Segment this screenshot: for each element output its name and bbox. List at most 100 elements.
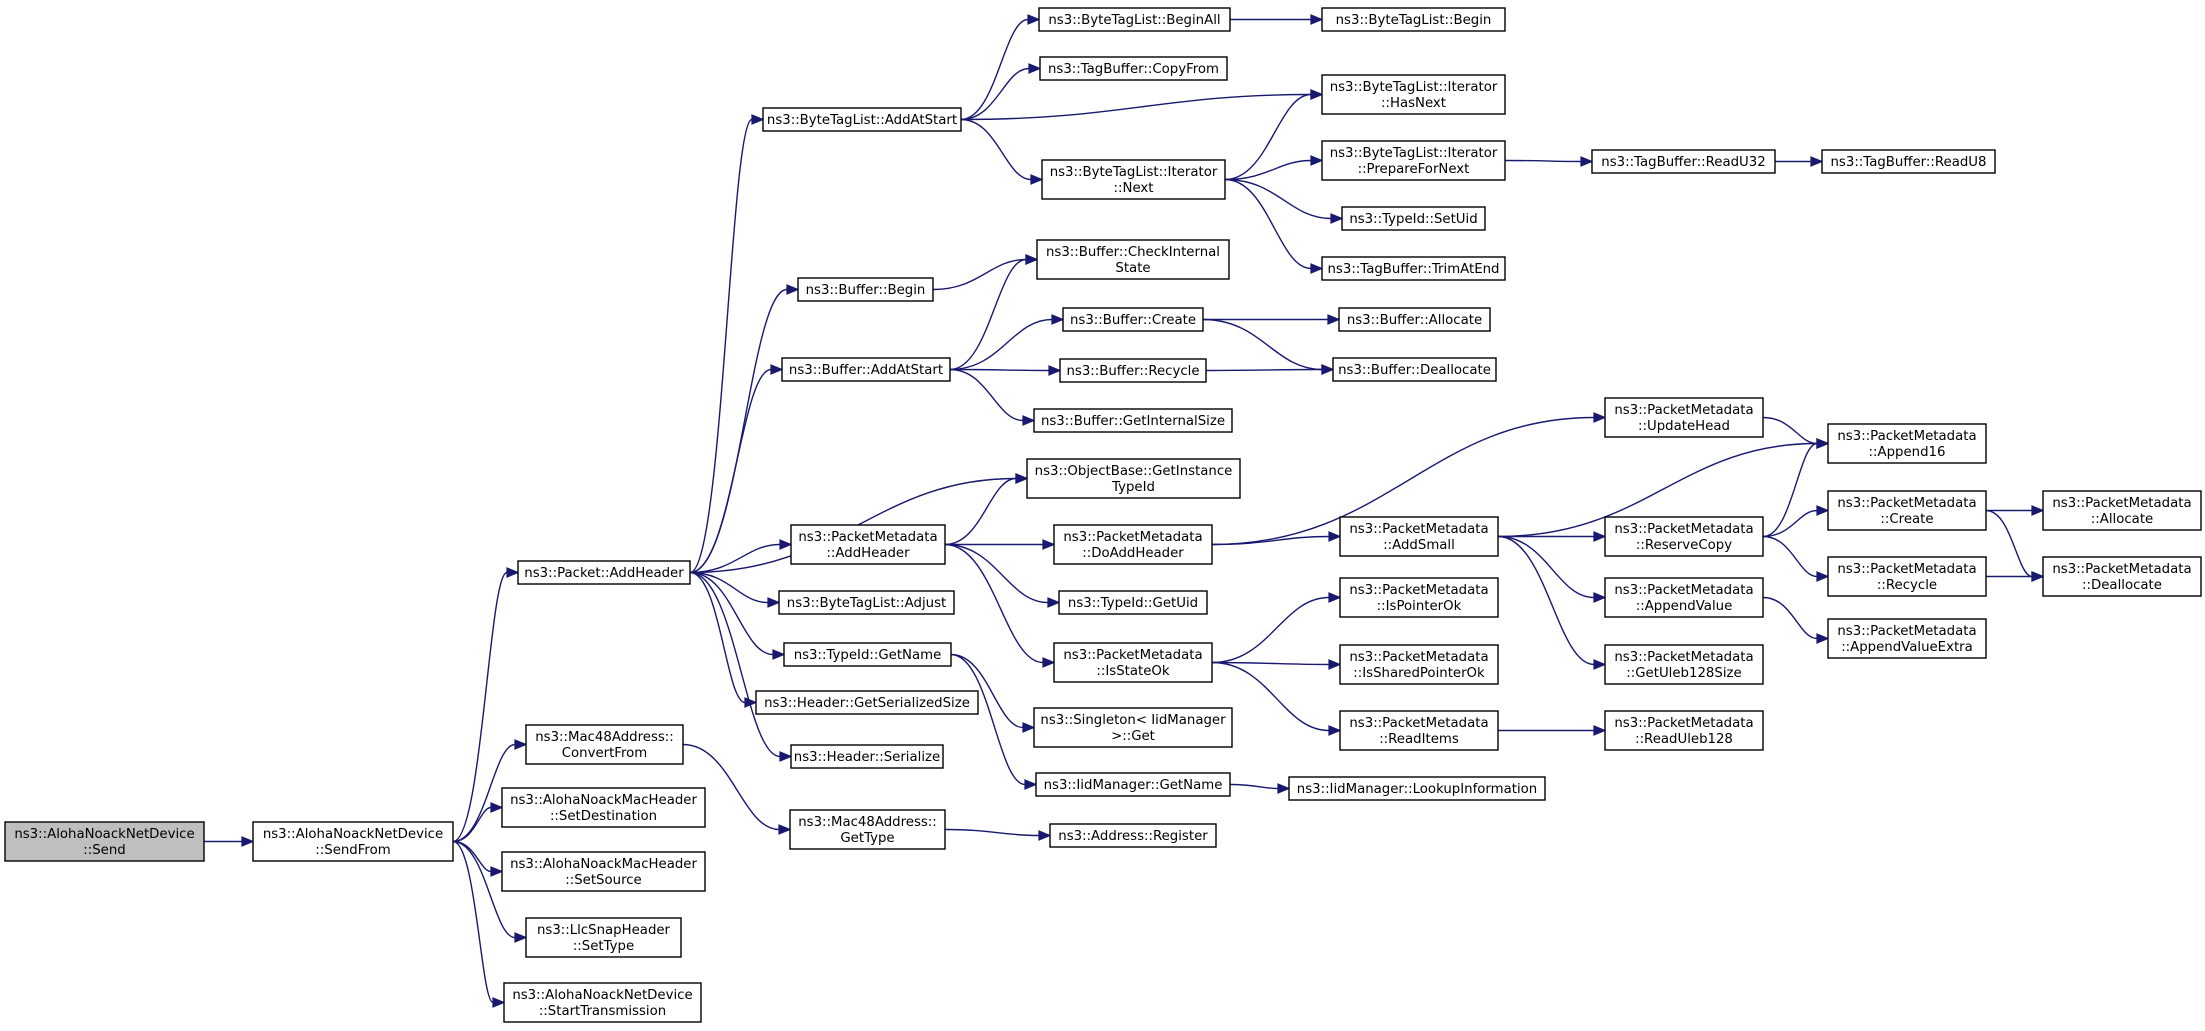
edge-pm-addheader-to-ob-getinsttypeid xyxy=(944,473,1029,546)
node-label: ns3::PacketMetadata xyxy=(1349,583,1488,598)
node-pm-append16[interactable]: ns3::PacketMetadata::Append16 xyxy=(1827,423,1987,464)
node-label: ::ReadItems xyxy=(1379,732,1459,747)
arrowhead-icon xyxy=(1593,659,1607,670)
node-label: ::Send xyxy=(83,843,125,858)
arrowhead-icon xyxy=(1328,659,1342,670)
node-btl-it-next[interactable]: ns3::ByteTagList::Iterator::Next xyxy=(1041,159,1226,200)
node-addr-register[interactable]: ns3::Address::Register xyxy=(1049,823,1217,848)
node-box xyxy=(1036,239,1230,280)
edge-line xyxy=(1211,661,1330,666)
node-btl-it-hasnext[interactable]: ns3::ByteTagList::Iterator::HasNext xyxy=(1321,74,1506,115)
node-box xyxy=(1604,397,1764,438)
node-pm-addheader[interactable]: ns3::PacketMetadata::AddHeader xyxy=(790,524,946,565)
node-tb-copyfrom[interactable]: ns3::TagBuffer::CopyFrom xyxy=(1039,56,1228,81)
node-convertfrom[interactable]: ns3::Mac48Address::ConvertFrom xyxy=(525,724,684,765)
node-box xyxy=(1604,710,1764,751)
node-addheader[interactable]: ns3::Packet::AddHeader xyxy=(517,560,691,585)
node-buf-getintsize[interactable]: ns3::Buffer::GetInternalSize xyxy=(1033,408,1233,433)
node-label: ::IsPointerOk xyxy=(1377,599,1462,614)
node-label: ns3::Buffer::GetInternalSize xyxy=(1041,414,1225,429)
node-btl-it-prepare[interactable]: ns3::ByteTagList::Iterator::PrepareForNe… xyxy=(1321,140,1506,181)
node-starttx[interactable]: ns3::AlohaNoackNetDevice::StartTransmiss… xyxy=(503,982,702,1023)
edge-buf-create-to-buf-allocate xyxy=(1202,314,1341,325)
edge-line xyxy=(932,258,1027,291)
node-iid-getname[interactable]: ns3::IidManager::GetName xyxy=(1035,772,1231,797)
node-pm-reservecopy[interactable]: ns3::PacketMetadata::ReserveCopy xyxy=(1604,516,1764,557)
node-label: ns3::PacketMetadata xyxy=(1614,716,1753,731)
node-tb-trimatend[interactable]: ns3::TagBuffer::TrimAtEnd xyxy=(1321,256,1506,281)
edge-pm-addsmall-to-pm-appendvalue xyxy=(1497,535,1607,603)
arrowhead-icon xyxy=(1593,725,1607,736)
node-settype[interactable]: ns3::LlcSnapHeader::SetType xyxy=(525,917,682,958)
node-pm-getuleb128size[interactable]: ns3::PacketMetadata::GetUleb128Size xyxy=(1604,644,1764,685)
node-setdest[interactable]: ns3::AlohaNoackMacHeader::SetDestination xyxy=(501,787,706,828)
node-buf-addatstart[interactable]: ns3::Buffer::AddAtStart xyxy=(781,357,951,382)
node-pm-ispointerok[interactable]: ns3::PacketMetadata::IsPointerOk xyxy=(1339,577,1499,618)
node-pm-appendvalueextra[interactable]: ns3::PacketMetadata::AppendValueExtra xyxy=(1827,618,1987,659)
edge-line xyxy=(960,18,1029,121)
node-box xyxy=(1053,524,1213,565)
node-box xyxy=(1059,358,1207,383)
node-send[interactable]: ns3::AlohaNoackNetDevice::Send xyxy=(4,821,205,862)
node-tb-readu8[interactable]: ns3::TagBuffer::ReadU8 xyxy=(1821,149,1996,174)
node-mac-gettype[interactable]: ns3::Mac48Address::GetType xyxy=(789,809,946,850)
node-label: ns3::Mac48Address:: xyxy=(535,730,674,745)
arrowhead-icon xyxy=(778,824,792,835)
node-buf-recycle[interactable]: ns3::Buffer::Recycle xyxy=(1059,358,1207,383)
node-pm-addsmall[interactable]: ns3::PacketMetadata::AddSmall xyxy=(1339,516,1499,557)
node-pm-create[interactable]: ns3::PacketMetadata::Create xyxy=(1827,490,1987,531)
edge-sendfrom-to-settype xyxy=(452,840,528,943)
edge-buf-addatstart-to-buf-create xyxy=(949,314,1065,371)
node-label: ns3::PacketMetadata xyxy=(2052,496,2191,511)
node-label: ns3::PacketMetadata xyxy=(1614,522,1753,537)
node-pm-readuleb128[interactable]: ns3::PacketMetadata::ReadUleb128 xyxy=(1604,710,1764,751)
node-label: ns3::PacketMetadata xyxy=(1837,496,1976,511)
node-pm-deallocate[interactable]: ns3::PacketMetadata::Deallocate xyxy=(2042,556,2202,597)
node-btl-beginall[interactable]: ns3::ByteTagList::BeginAll xyxy=(1038,7,1231,32)
node-pm-isstateok[interactable]: ns3::PacketMetadata::IsStateOk xyxy=(1053,642,1213,683)
node-pm-recycle[interactable]: ns3::PacketMetadata::Recycle xyxy=(1827,556,1987,597)
node-sendfrom[interactable]: ns3::AlohaNoackNetDevice::SendFrom xyxy=(252,821,454,862)
node-typeid-getuid[interactable]: ns3::TypeId::GetUid xyxy=(1058,590,1208,615)
node-pm-allocate[interactable]: ns3::PacketMetadata::Allocate xyxy=(2042,490,2202,531)
node-buf-create[interactable]: ns3::Buffer::Create xyxy=(1062,307,1204,332)
node-box xyxy=(1604,644,1764,685)
edge-addheader-to-hdr-serialize xyxy=(689,571,793,762)
node-typeid-setuid[interactable]: ns3::TypeId::SetUid xyxy=(1341,206,1486,231)
edge-sendfrom-to-addheader xyxy=(452,567,520,843)
arrowhead-icon xyxy=(1816,505,1830,516)
edge-btl-addatstart-to-btl-beginall xyxy=(960,14,1041,121)
node-box xyxy=(525,917,682,958)
node-singleton-get[interactable]: ns3::Singleton< IidManager >::Get xyxy=(1033,707,1233,748)
node-typeid-getname[interactable]: ns3::TypeId::GetName xyxy=(783,642,952,667)
node-label: ns3::TypeId::GetUid xyxy=(1068,596,1198,611)
node-pm-appendvalue[interactable]: ns3::PacketMetadata::AppendValue xyxy=(1604,577,1764,618)
node-btl-adjust[interactable]: ns3::ByteTagList::Adjust xyxy=(778,590,955,615)
node-tb-readu32[interactable]: ns3::TagBuffer::ReadU32 xyxy=(1591,149,1776,174)
node-buf-allocate[interactable]: ns3::Buffer::Allocate xyxy=(1338,307,1491,332)
arrowhead-icon xyxy=(1330,213,1344,224)
edge-line xyxy=(1762,596,1818,640)
arrowhead-icon xyxy=(779,751,793,762)
node-pm-doaddheader[interactable]: ns3::PacketMetadata::DoAddHeader xyxy=(1053,524,1213,565)
node-pm-readitems[interactable]: ns3::PacketMetadata::ReadItems xyxy=(1339,710,1499,751)
node-pm-issharedptrok[interactable]: ns3::PacketMetadata::IsSharedPointerOk xyxy=(1339,644,1499,685)
node-buf-begin[interactable]: ns3::Buffer::Begin xyxy=(797,277,934,302)
node-box xyxy=(1033,408,1233,433)
node-hdr-serialize[interactable]: ns3::Header::Serialize xyxy=(790,744,944,769)
edge-line xyxy=(1211,416,1595,546)
node-btl-addatstart[interactable]: ns3::ByteTagList::AddAtStart xyxy=(762,107,962,132)
node-label: ::Next xyxy=(1114,181,1154,196)
node-buf-deallocate[interactable]: ns3::Buffer::Deallocate xyxy=(1332,357,1497,382)
node-hdr-getsersize[interactable]: ns3::Header::GetSerializedSize xyxy=(755,690,979,715)
node-label: ns3::Singleton< IidManager xyxy=(1040,713,1226,728)
node-btl-begin[interactable]: ns3::ByteTagList::Begin xyxy=(1321,7,1506,32)
node-iid-lookupinfo[interactable]: ns3::IidManager::LookupInformation xyxy=(1288,776,1546,801)
node-label: ns3::IidManager::GetName xyxy=(1044,778,1223,793)
node-setsource[interactable]: ns3::AlohaNoackMacHeader::SetSource xyxy=(501,851,706,892)
node-label: ns3::Buffer::Begin xyxy=(806,283,926,298)
node-pm-updatehead[interactable]: ns3::PacketMetadata::UpdateHead xyxy=(1604,397,1764,438)
node-label: ns3::PacketMetadata xyxy=(1349,522,1488,537)
